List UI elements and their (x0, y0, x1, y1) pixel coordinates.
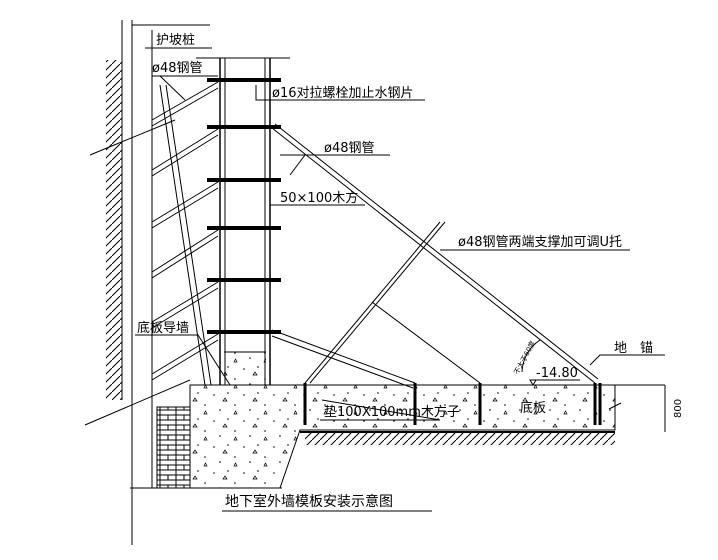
right-braces (271, 123, 602, 425)
tie-bolts (207, 78, 281, 334)
label-guide-wall: 底板导墙 (137, 320, 189, 336)
label-slab: 底板 (520, 400, 546, 416)
elevation-marker-icon (529, 379, 537, 386)
break-line-icon (608, 400, 622, 412)
formwork-boards (196, 57, 290, 385)
label-thickness: 800 (673, 399, 684, 418)
label-elevation: -14.80 (536, 366, 578, 381)
retaining-wall (106, 20, 210, 545)
label-pipe-support: ø48钢管两端支撑加可调U托 (458, 235, 622, 250)
leader-lines (135, 47, 665, 421)
label-ground-anchor: 地 锚 (614, 341, 653, 356)
label-tie-bolt: ø16对拉螺栓加止水钢片 (272, 86, 414, 101)
ground-hatch (305, 433, 615, 445)
label-timber: 50×100木方 (280, 190, 358, 206)
brick-wall (156, 406, 191, 489)
left-braces (84, 81, 219, 426)
label-angle-note: 不大于60度 (512, 339, 537, 376)
label-pad: 垫100X100mm木方子 (324, 404, 460, 420)
label-steel-pipe-left: ø48钢管 (152, 61, 203, 76)
label-retaining-pile: 护坡桩 (156, 33, 195, 48)
diagram-title: 地下室外墙模板安装示意图 (225, 493, 393, 510)
wall-concrete (224, 352, 266, 385)
label-steel-pipe-right: ø48钢管 (324, 141, 375, 156)
